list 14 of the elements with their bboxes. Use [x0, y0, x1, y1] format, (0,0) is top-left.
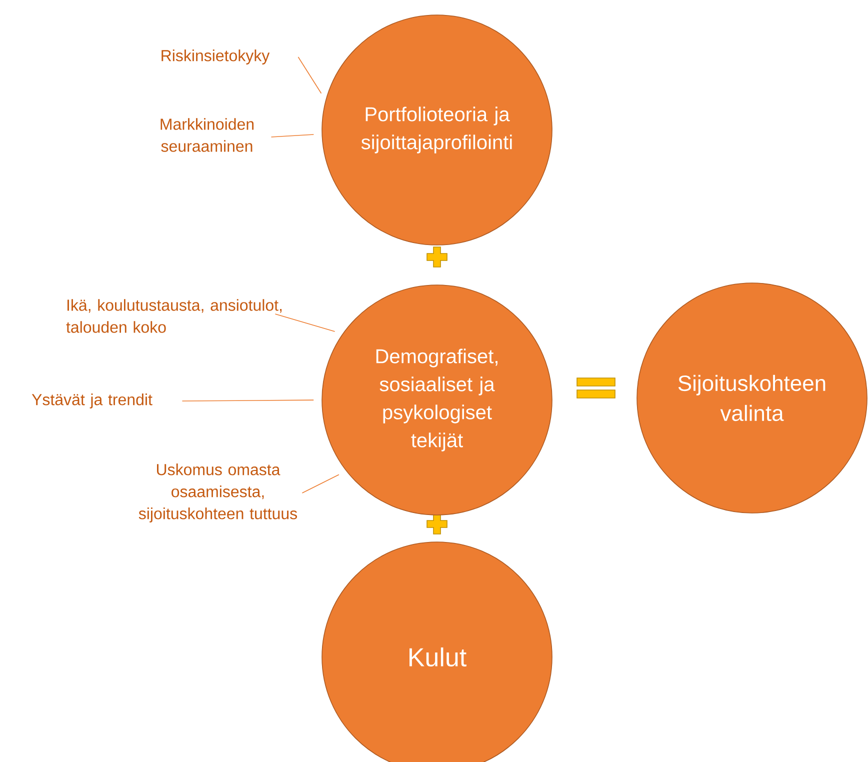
side-label: Ystävät ja trendit	[32, 394, 152, 408]
side-label: Uskomus omasta osaamisesta, sijoituskohteen tuttuus	[138, 464, 297, 522]
side-label: Markkinoiden seuraaminen	[160, 118, 254, 152]
circle-node: Demografiset, sosiaaliset ja psykologiset tekijät	[322, 284, 552, 516]
side-label: Ikä, koulutustausta, ansiotulot, talouden koko	[66, 299, 282, 333]
circle-node: Kulut	[322, 542, 552, 762]
circle-node: Portfolioteoria ja sijoittajaprofilointi	[322, 14, 552, 246]
leader-line	[298, 56, 322, 94]
leader-line	[270, 134, 314, 138]
circle-node: Sijoituskohteen valinta	[636, 282, 868, 514]
side-label: Riskinsietokyky	[162, 50, 270, 64]
leader-line	[182, 400, 314, 402]
leader-line	[302, 474, 340, 494]
leader-line	[274, 314, 336, 332]
